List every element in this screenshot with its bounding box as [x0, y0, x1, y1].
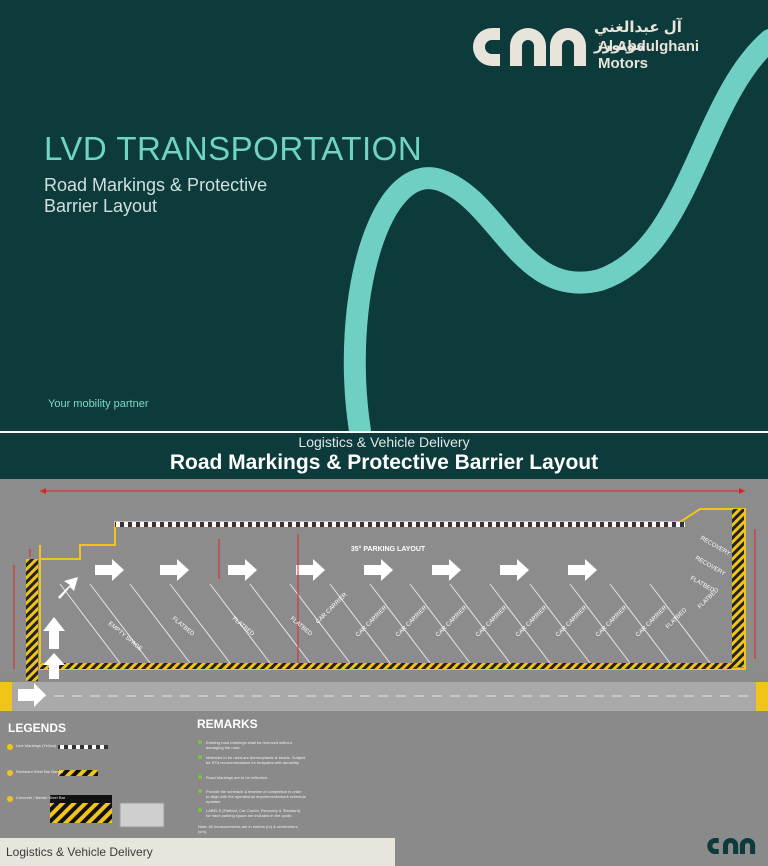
slide-divider [0, 431, 768, 433]
arrow-right-icon [500, 559, 529, 581]
legend-item: Resistant Steel Bar Barrier [16, 769, 64, 774]
arrow-right-icon [18, 683, 46, 707]
site-plan: 35° PARKING LAYOUT EMPTY SPACE FLATBED F… [0, 479, 768, 711]
arrow-up-right-icon [58, 577, 78, 599]
brand-logo-icon [707, 837, 756, 855]
tagline: Your mobility partner [48, 398, 149, 410]
dimension-lines [13, 529, 756, 669]
arrow-up-icon [43, 617, 65, 649]
arrow-right-icon [160, 559, 189, 581]
parking-layout-label: 35° PARKING LAYOUT [351, 545, 426, 553]
layout-slide: Logistics & Vehicle Delivery Road Markin… [0, 433, 768, 866]
left-barrier [26, 559, 38, 681]
legends-title: LEGENDS [8, 721, 67, 735]
page-subtitle: Road Markings & Protective Barrier Layou… [44, 175, 267, 217]
concrete-block-icon [119, 802, 165, 828]
footer: Logistics & Vehicle Delivery [0, 838, 395, 866]
arrow-right-icon [296, 559, 325, 581]
parking-slot-lines [59, 583, 711, 664]
layout-header: Logistics & Vehicle Delivery Road Markin… [0, 433, 768, 479]
brand-logo: آل عبدالغني موتورز Al Abdulghani Motors [470, 18, 710, 78]
layout-subheading: Logistics & Vehicle Delivery [298, 434, 470, 450]
legend-graphics [7, 744, 165, 828]
legend-item: Concrete / Barrier Steel Bar [16, 795, 66, 800]
arrow-right-icon [568, 559, 597, 581]
arrow-right-icon [95, 559, 124, 581]
legend-item: Line Markings (Yellow) [16, 743, 57, 748]
bottom-barrier [40, 663, 732, 669]
decorative-wave [343, 29, 768, 431]
remarks-title: REMARKS [197, 717, 258, 731]
brand-logo-icon [472, 28, 586, 66]
traffic-arrows [18, 559, 597, 707]
brand-name-line2: Motors [598, 55, 648, 72]
page-title: LVD TRANSPORTATION [44, 130, 423, 167]
right-barrier [732, 509, 744, 667]
title-slide: آل عبدالغني موتورز Al Abdulghani Motors … [0, 0, 768, 431]
arrow-right-icon [364, 559, 393, 581]
top-barrier [115, 522, 685, 527]
subtitle-line2: Barrier Layout [44, 196, 158, 216]
brand-name-line1: Al Abdulghani [598, 38, 700, 55]
subtitle-line1: Road Markings & Protective [44, 175, 268, 195]
brand-arabic-name: آل عبدالغني موتورز [594, 19, 682, 54]
arrow-right-icon [432, 559, 461, 581]
footer-text: Logistics & Vehicle Delivery [6, 845, 153, 859]
layout-heading: Road Markings & Protective Barrier Layou… [169, 451, 599, 474]
arrow-up-icon [43, 653, 65, 679]
arrow-right-icon [228, 559, 257, 581]
